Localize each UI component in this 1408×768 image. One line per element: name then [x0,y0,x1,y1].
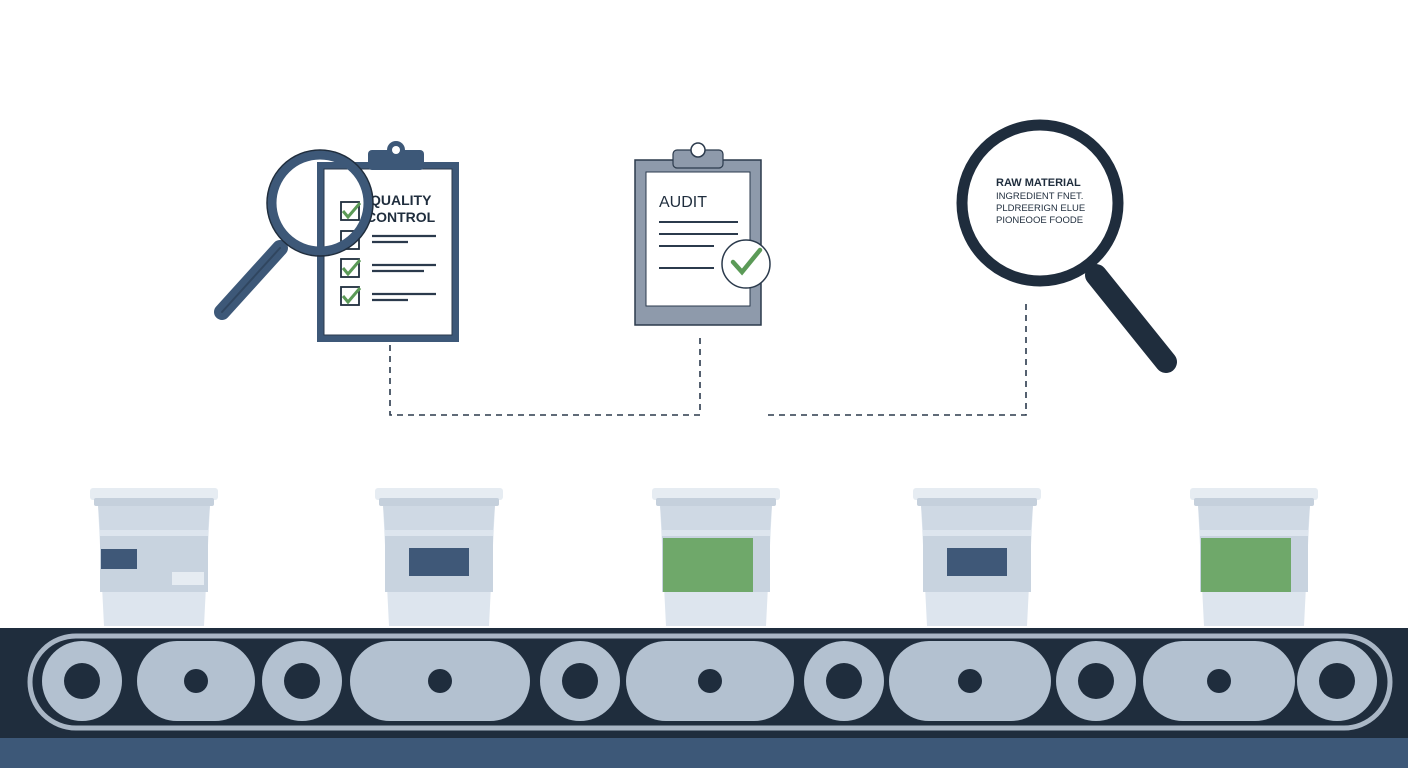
connector-lines [389,300,1027,416]
cup-label [101,549,137,569]
connector-audit-raw [768,300,1027,416]
roller [1297,641,1377,721]
roller [42,641,122,721]
roller [540,641,620,721]
cup [90,488,218,626]
cups-row [90,488,1318,626]
raw-material-line1: INGREDIENT FNET. [996,191,1083,202]
roller [1056,641,1136,721]
cup [913,488,1041,626]
check-circle-icon [721,239,771,289]
checklist-lines [372,234,436,302]
qc-title-line2: CONTROL [366,209,436,225]
checkbox-checked-icon [340,258,362,278]
magnifier-icon [214,149,374,320]
connector-qc-audit [389,335,701,416]
roller [889,641,1051,721]
quality-control-clipboard: QUALITY CONTROL [317,141,459,342]
audit-title: AUDIT [659,194,707,211]
roller [350,641,530,721]
raw-material-line2: PLDREERIGN ELUE [996,203,1085,214]
raw-material-title: RAW MATERIAL [996,177,1081,189]
cup-label [663,538,753,592]
checkbox-checked-icon [340,201,362,221]
cup [1190,488,1318,626]
conveyor-belt [0,628,1408,768]
qc-title-line1: QUALITY [370,192,432,208]
raw-material-magnifier: RAW MATERIAL INGREDIENT FNET. PLDREERIGN… [956,119,1177,373]
cup [652,488,780,626]
audit-lines [659,221,738,269]
roller [1143,641,1295,721]
roller [626,641,794,721]
conveyor-rollers [42,641,1377,721]
audit-clipboard: AUDIT [634,142,771,326]
cup-label [409,548,469,576]
roller [137,641,255,721]
roller [262,641,342,721]
cup [375,488,503,626]
roller [804,641,884,721]
checkbox-checked-icon [340,286,362,306]
cup-label [1201,538,1291,592]
raw-material-line3: PIONEOOE FOODE [996,215,1083,226]
cup-label [947,548,1007,576]
